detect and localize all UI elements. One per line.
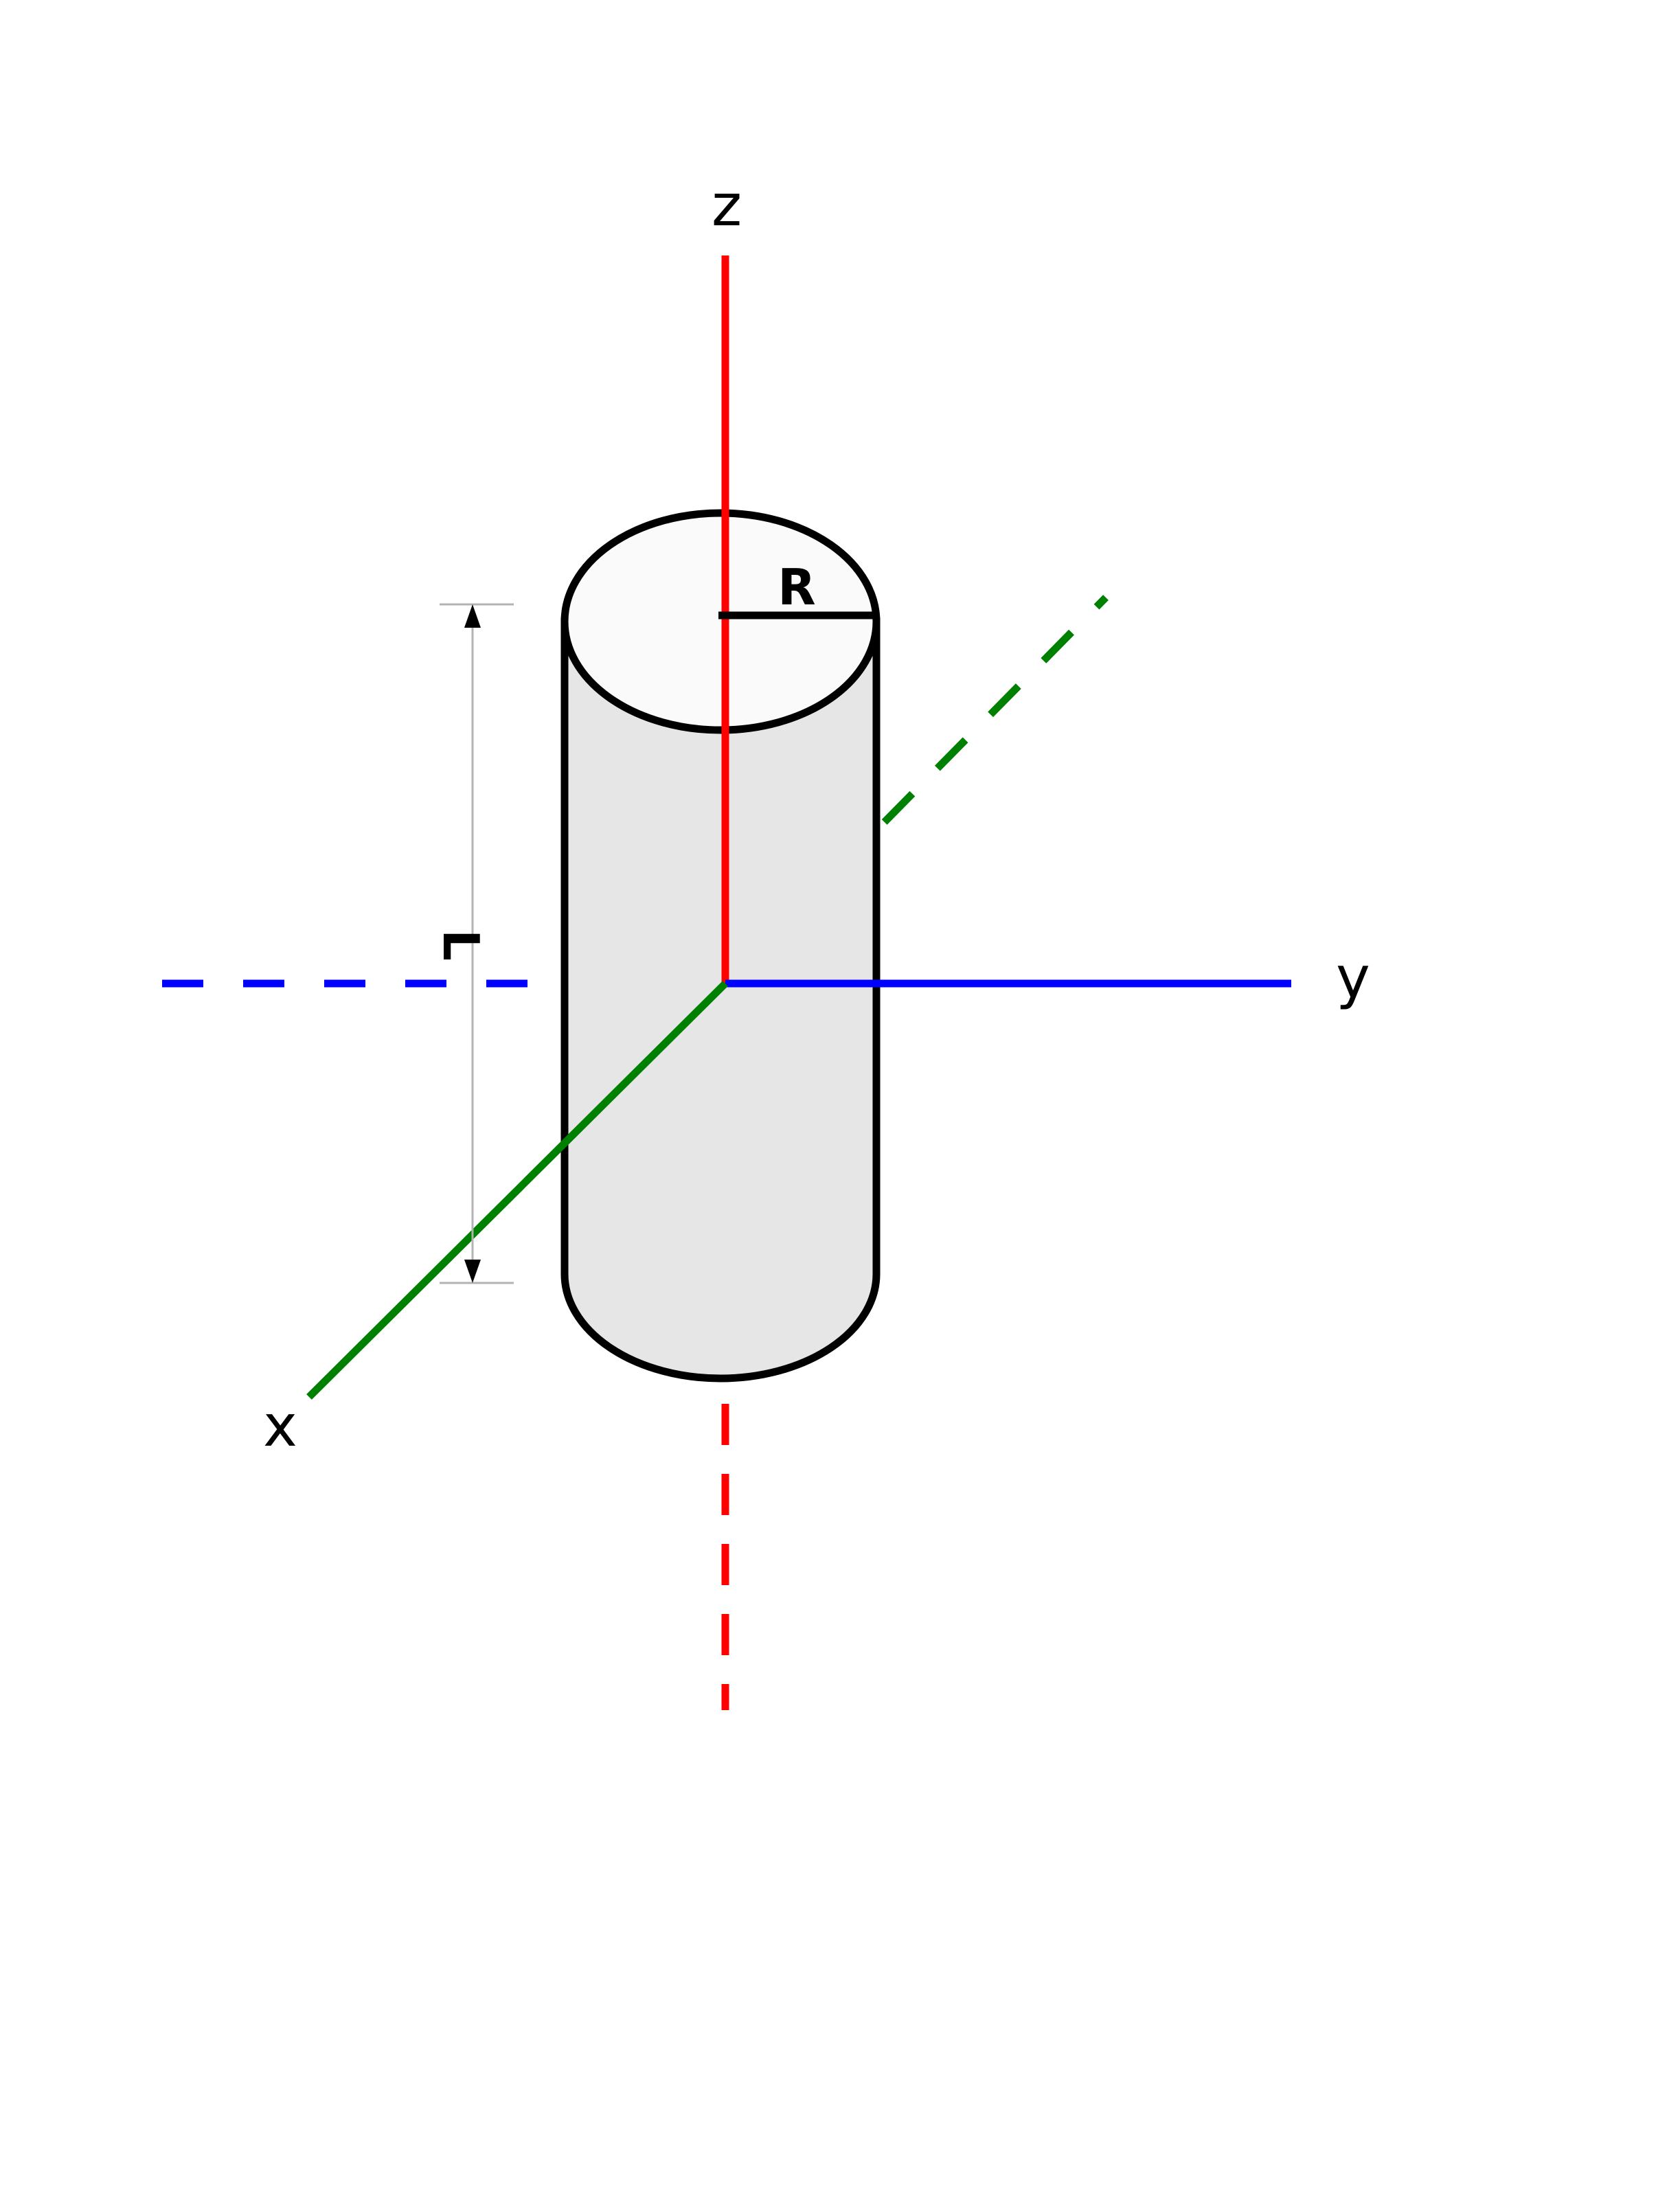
cylinder-top-face <box>560 509 881 734</box>
length-arrow-top <box>464 604 481 628</box>
x-axis-label: x <box>263 1392 297 1459</box>
z-axis-label: z <box>712 172 742 239</box>
cylinder-body <box>560 617 881 1383</box>
radius-label: R <box>777 558 815 616</box>
length-label: L <box>432 929 490 961</box>
x-axis-positive <box>306 981 728 1400</box>
length-arrow-bottom <box>464 1260 481 1283</box>
y-axis-label: y <box>1336 944 1370 1011</box>
